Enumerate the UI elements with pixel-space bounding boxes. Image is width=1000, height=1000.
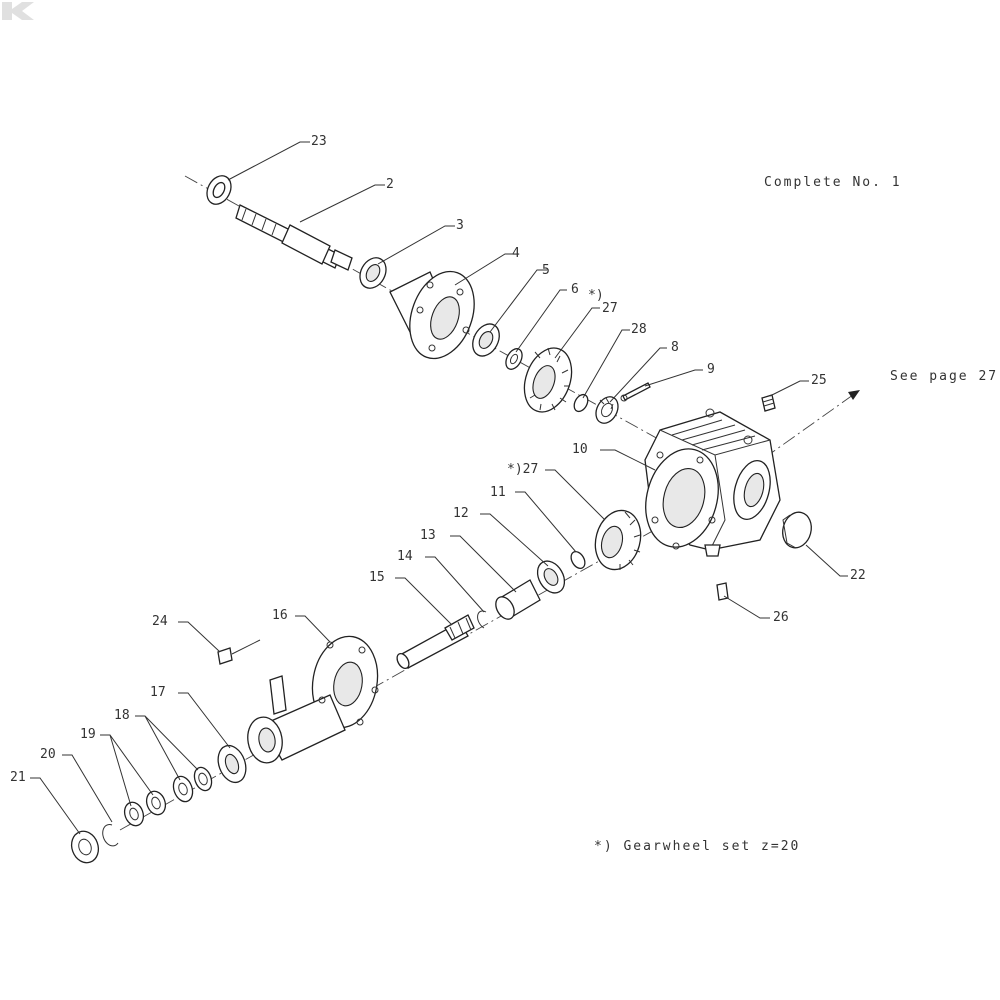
label-17: 17 xyxy=(150,685,166,700)
label-26: 26 xyxy=(773,610,789,625)
label-19: 19 xyxy=(80,727,96,742)
part-3-bearing xyxy=(359,257,387,289)
part-19-washers xyxy=(123,790,167,827)
gearwheel-note: *) Gearwheel set z=20 xyxy=(594,839,801,854)
part-20-circlip xyxy=(102,824,119,847)
label-24: 24 xyxy=(152,614,168,629)
label-6: 6 xyxy=(571,282,579,297)
label-15: 15 xyxy=(369,570,385,585)
lower-shaft-axis xyxy=(119,509,691,831)
part-4-flange-housing xyxy=(389,270,475,360)
label-25: 25 xyxy=(811,373,827,388)
label-5: 5 xyxy=(542,263,550,278)
part-15-output-shaft xyxy=(396,614,475,670)
part-13-sleeve xyxy=(495,579,541,620)
complete-note: Complete No. 1 xyxy=(764,175,902,190)
brand-logo-icon xyxy=(2,2,34,20)
part-16-output-housing xyxy=(247,635,379,764)
label-8: 8 xyxy=(671,340,679,355)
part-27-gear-lower xyxy=(594,509,642,571)
part-18-washers xyxy=(172,766,213,803)
part-9-pin xyxy=(620,382,651,402)
part-27-bevel-gear-upper xyxy=(523,347,573,413)
label-21: 21 xyxy=(10,770,26,785)
part-10-gearbox-housing xyxy=(644,408,781,557)
part-8-nut xyxy=(595,396,619,424)
part-23-seal xyxy=(206,175,232,205)
label-14: 14 xyxy=(397,549,413,564)
part-22-cap xyxy=(782,511,812,549)
label-16: 16 xyxy=(272,608,288,623)
see-page-note: See page 27 xyxy=(890,369,999,384)
label-12: 12 xyxy=(453,506,469,521)
part-25-plug xyxy=(761,394,776,412)
label-2: 2 xyxy=(386,177,394,192)
label-11: 11 xyxy=(490,485,506,500)
see-page-arrow-icon xyxy=(848,390,860,400)
label-3: 3 xyxy=(456,218,464,233)
label-13: 13 xyxy=(420,528,436,543)
part-28-washer xyxy=(573,393,589,413)
part-11-washer xyxy=(570,550,586,570)
label-27b: *)27 xyxy=(507,462,539,477)
label-22: 22 xyxy=(850,568,866,583)
label-28: 28 xyxy=(631,322,647,337)
label-20: 20 xyxy=(40,747,56,762)
part-5-bearing xyxy=(472,323,500,357)
label-9: 9 xyxy=(707,362,715,377)
part-17-bearing xyxy=(217,744,247,784)
label-10: 10 xyxy=(572,442,588,457)
label-4: 4 xyxy=(512,246,520,261)
label-18: 18 xyxy=(114,708,130,723)
part-6-washer xyxy=(505,348,523,370)
leader-lines xyxy=(30,141,848,835)
label-23: 23 xyxy=(311,134,327,149)
part-2-input-shaft xyxy=(235,204,353,271)
label-27a-star: *) xyxy=(588,288,604,303)
part-21-seal xyxy=(70,830,100,864)
part-12-bearing xyxy=(536,560,566,594)
part-24-grease-nipple xyxy=(217,639,261,665)
label-27a: 27 xyxy=(602,301,618,316)
